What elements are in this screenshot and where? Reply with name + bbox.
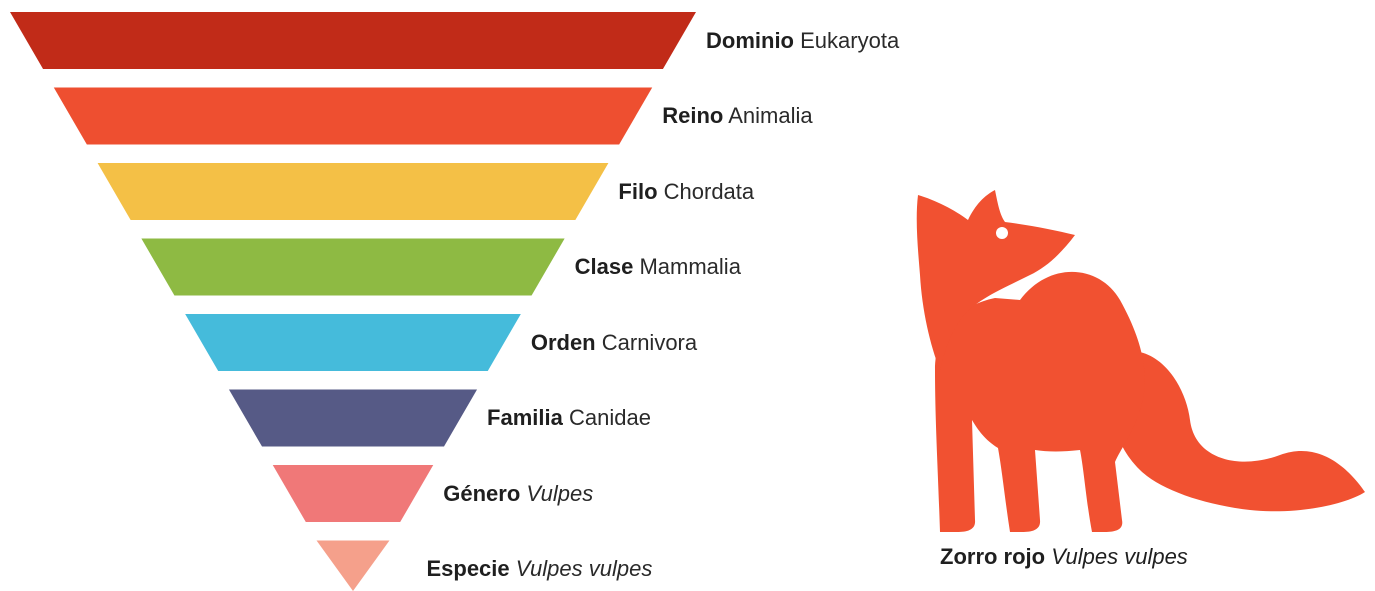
rank-name: Familia [487, 405, 563, 430]
rank-label-familia: Familia Canidae [487, 403, 651, 433]
funnel-band-clase [141, 238, 565, 296]
rank-value: Eukaryota [800, 27, 900, 53]
rank-label-especie: Especie Vulpes vulpes [426, 554, 652, 584]
rank-label-reino: Reino Animalia [662, 101, 812, 131]
fox-body [935, 271, 1145, 532]
rank-value: Chordata [663, 178, 755, 204]
rank-label-filo: Filo Chordata [618, 177, 754, 207]
funnel-band-familia [228, 389, 478, 447]
rank-value: Vulpes [526, 480, 594, 506]
rank-label-genero: Género Vulpes [443, 479, 593, 509]
rank-value: Canidae [568, 405, 651, 430]
funnel-bands [10, 12, 696, 591]
funnel-band-filo [97, 163, 609, 220]
red-fox-icon [916, 190, 1365, 532]
rank-name: Orden [530, 329, 596, 355]
rank-name: Dominio [706, 27, 794, 53]
rank-name: Género [443, 480, 521, 506]
fox-head [916, 190, 1075, 370]
funnel-band-reino [53, 87, 653, 145]
funnel-band-genero [272, 465, 434, 522]
rank-value: Carnivora [601, 329, 698, 355]
rank-name: Reino [662, 103, 724, 128]
rank-name: Filo [618, 178, 658, 204]
rank-value: Animalia [728, 103, 813, 128]
rank-name: Clase [574, 254, 634, 279]
funnel-band-orden [185, 314, 521, 371]
fox-scientific-name: Vulpes vulpes [1051, 544, 1188, 569]
fox-caption: Zorro rojo Vulpes vulpes [940, 542, 1188, 572]
funnel-band-dominio [10, 12, 696, 69]
rank-name: Especie [426, 556, 510, 581]
rank-label-clase: Clase Mammalia [575, 252, 741, 282]
rank-value: Vulpes vulpes [515, 556, 653, 581]
fox-eye [996, 227, 1008, 239]
fox-common-name: Zorro rojo [940, 544, 1046, 569]
rank-label-orden: Orden Carnivora [531, 328, 697, 358]
funnel-band-especie [316, 540, 390, 591]
rank-value: Mammalia [639, 254, 741, 279]
fox-tail [1100, 350, 1365, 512]
rank-label-dominio: Dominio Eukaryota [706, 26, 899, 56]
